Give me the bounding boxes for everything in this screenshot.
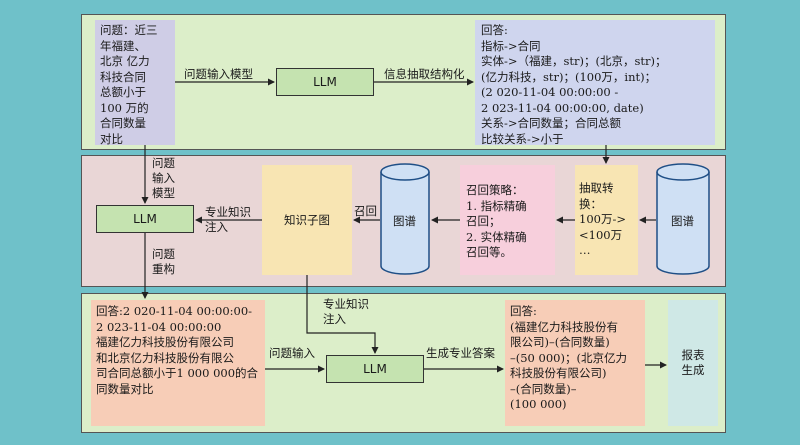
- label-recall: 召回: [354, 204, 377, 218]
- label-question-to-model: 问题输入模型: [184, 67, 253, 81]
- graph-right-label: 图谱: [671, 214, 694, 228]
- extract-convert-box: 抽取转换： 100万-> <100万 …: [575, 165, 638, 275]
- graph-cylinder-right: 图谱: [656, 163, 711, 275]
- label-question-input-3: 问题输入: [269, 346, 315, 360]
- label-generate-answer: 生成专业答案: [426, 346, 495, 360]
- graph-cylinder-left: 图谱: [380, 163, 430, 275]
- report-generation-box: 报表 生成: [668, 300, 718, 426]
- label-knowledge-inject-3: 专业知识 注入: [323, 297, 369, 326]
- label-question-input-model: 问题 输入 模型: [152, 156, 175, 200]
- llm-box-generation: LLM: [326, 355, 424, 383]
- question-box: 问题：近三 年福建、 北京 亿力 科技合同 总额小于 100 万的 合同数量 对…: [95, 20, 175, 146]
- final-answer-box: 回答: (福建亿力科技股份有 限公司)–(合同数量) –(50 000)；(北京…: [505, 300, 645, 426]
- knowledge-subgraph-label: 知识子图: [284, 212, 330, 227]
- llm-box-extraction: LLM: [276, 68, 374, 96]
- knowledge-subgraph-box: 知识子图: [262, 165, 352, 275]
- llm-box-retrieval: LLM: [96, 205, 194, 233]
- graph-cylinder-right-shape: [656, 163, 710, 275]
- label-question-rebuild: 问题 重构: [152, 247, 175, 276]
- question-rewrite-box: 回答:2 020-11-04 00:00:00- 2 023-11-04 00:…: [91, 300, 265, 426]
- label-info-extraction: 信息抽取结构化: [384, 67, 465, 81]
- recall-strategy-box: 召回策略： 1. 指标精确 召回； 2. 实体精确 召回等。: [460, 165, 555, 275]
- report-generation-label: 报表 生成: [681, 348, 705, 377]
- arrow-subgraph-to-llm3: [306, 275, 379, 354]
- label-knowledge-inject-2: 专业知识 注入: [205, 205, 251, 234]
- extraction-answer-box: 回答: 指标->合同 实体->（福建，str)；(北京，str)； (亿力科技，…: [475, 20, 715, 146]
- graph-left-label: 图谱: [393, 214, 416, 228]
- graph-cylinder-left-shape: [380, 163, 430, 275]
